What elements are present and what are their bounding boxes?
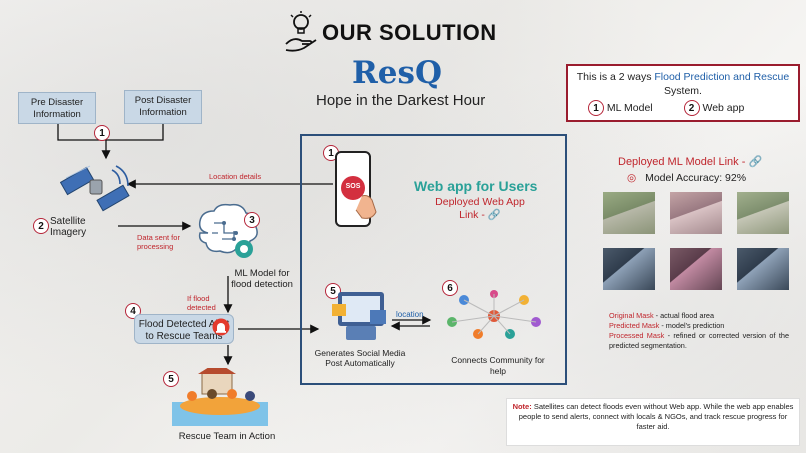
satellite-imagery-label: Satellite Imagery <box>50 216 87 238</box>
option-1-badge: 1 <box>588 100 604 116</box>
post-disaster-box: Post Disaster Information <box>124 90 202 124</box>
predicted-mask-key: Predicted Mask <box>609 321 660 330</box>
data-sent-label: Data sent for processing <box>137 233 180 251</box>
original-mask-desc: - actual flood area <box>653 311 715 320</box>
social-media-icon <box>330 288 390 344</box>
community-label: Connects Community for help <box>451 355 545 376</box>
pre-disaster-label: Pre Disaster Information <box>30 97 84 120</box>
location-label: location <box>396 310 424 319</box>
original-mask-image-1 <box>603 192 655 234</box>
original-mask-key: Original Mask <box>609 311 654 320</box>
ml-link-text[interactable]: Deployed ML Model Link - <box>618 156 746 168</box>
step-3-badge: 3 <box>244 212 260 228</box>
option-2-badge: 2 <box>683 100 700 116</box>
webapp-step-5-badge: 5 <box>325 283 341 299</box>
ml-model-label: ML Model for flood detection <box>231 268 293 290</box>
accuracy-label: Model Accuracy: 92% <box>645 172 747 184</box>
rescue-team-illustration <box>172 362 268 426</box>
option-1-label: ML Model <box>606 101 653 114</box>
location-details-label: Location details <box>209 172 262 181</box>
info-line-c: System. <box>664 85 702 97</box>
if-flood-label: If flood detected <box>187 294 216 312</box>
system-info-box: This is a 2 ways Flood Prediction and Re… <box>566 64 800 122</box>
page-title: OUR SOLUTION <box>322 20 497 45</box>
segmentation-grid <box>603 192 793 304</box>
flood-alert-label: Flood Detected Alert to Rescue Teams <box>138 319 230 342</box>
note-text: Satellites can detect floods even withou… <box>518 402 794 431</box>
processed-mask-desc: - refined or corrected version of the pr… <box>609 331 789 350</box>
accuracy-row: ◎ Model Accuracy: 92% <box>627 172 746 184</box>
predicted-mask-desc: - model's prediction <box>659 321 725 330</box>
satellite-icon <box>59 160 130 216</box>
note-box: Note: Satellites can detect floods even … <box>506 398 800 446</box>
processed-mask-image-2 <box>737 248 789 290</box>
option-2-label: Web app <box>702 101 745 114</box>
processed-mask-key: Processed Mask <box>609 331 665 340</box>
mask-legend: Original Mask - actual flood area Predic… <box>609 311 789 351</box>
link-icon[interactable]: 🔗 <box>487 209 501 221</box>
lightbulb-hand-icon <box>282 10 320 54</box>
processed-mask-image-1 <box>737 192 789 234</box>
post-disaster-label: Post Disaster Information <box>134 95 192 118</box>
info-options: 1 ML Model 2 Web app <box>588 100 744 116</box>
webapp-link[interactable]: Deployed Web App Link - 🔗 <box>428 196 532 222</box>
step-2-badge: 2 <box>33 218 49 234</box>
legend-predicted: Predicted Mask - model's prediction <box>609 321 789 331</box>
original-mask-image-2 <box>603 248 655 290</box>
info-line-b: Flood Prediction and Rescue <box>654 71 790 83</box>
link-icon[interactable]: 🔗 <box>748 156 763 168</box>
webapp-link-text[interactable]: Deployed Web App Link - <box>435 196 525 221</box>
pre-disaster-box: Pre Disaster Information <box>18 92 96 124</box>
webapp-step-6-badge: 6 <box>442 280 458 296</box>
target-icon: ◎ <box>627 172 637 184</box>
step-1-badge: 1 <box>94 125 110 141</box>
legend-processed: Processed Mask - refined or corrected ve… <box>609 331 789 351</box>
predicted-mask-image-1 <box>670 192 722 234</box>
note-label: Note: <box>512 402 532 411</box>
ml-brain-icon <box>192 203 262 267</box>
alarm-icon <box>212 318 230 336</box>
community-network-icon <box>434 288 554 344</box>
brand-name: ResQ <box>352 55 442 91</box>
sos-label: SOS <box>345 183 361 190</box>
webapp-title: Web app for Users <box>414 178 538 194</box>
ml-model-link[interactable]: Deployed ML Model Link - 🔗 <box>618 155 762 168</box>
predicted-mask-image-2 <box>670 248 722 290</box>
legend-original: Original Mask - actual flood area <box>609 311 789 321</box>
tagline: Hope in the Darkest Hour <box>316 92 486 109</box>
social-media-label: Generates Social Media Post Automaticall… <box>314 348 406 368</box>
sos-phone-icon <box>334 150 380 230</box>
system-info-text: This is a 2 ways Flood Prediction and Re… <box>568 66 798 98</box>
rescue-team-label: Rescue Team in Action <box>178 431 276 442</box>
webapp-frame <box>300 134 567 385</box>
info-line-a: This is a 2 ways <box>576 71 655 83</box>
step-5-badge: 5 <box>163 371 179 387</box>
